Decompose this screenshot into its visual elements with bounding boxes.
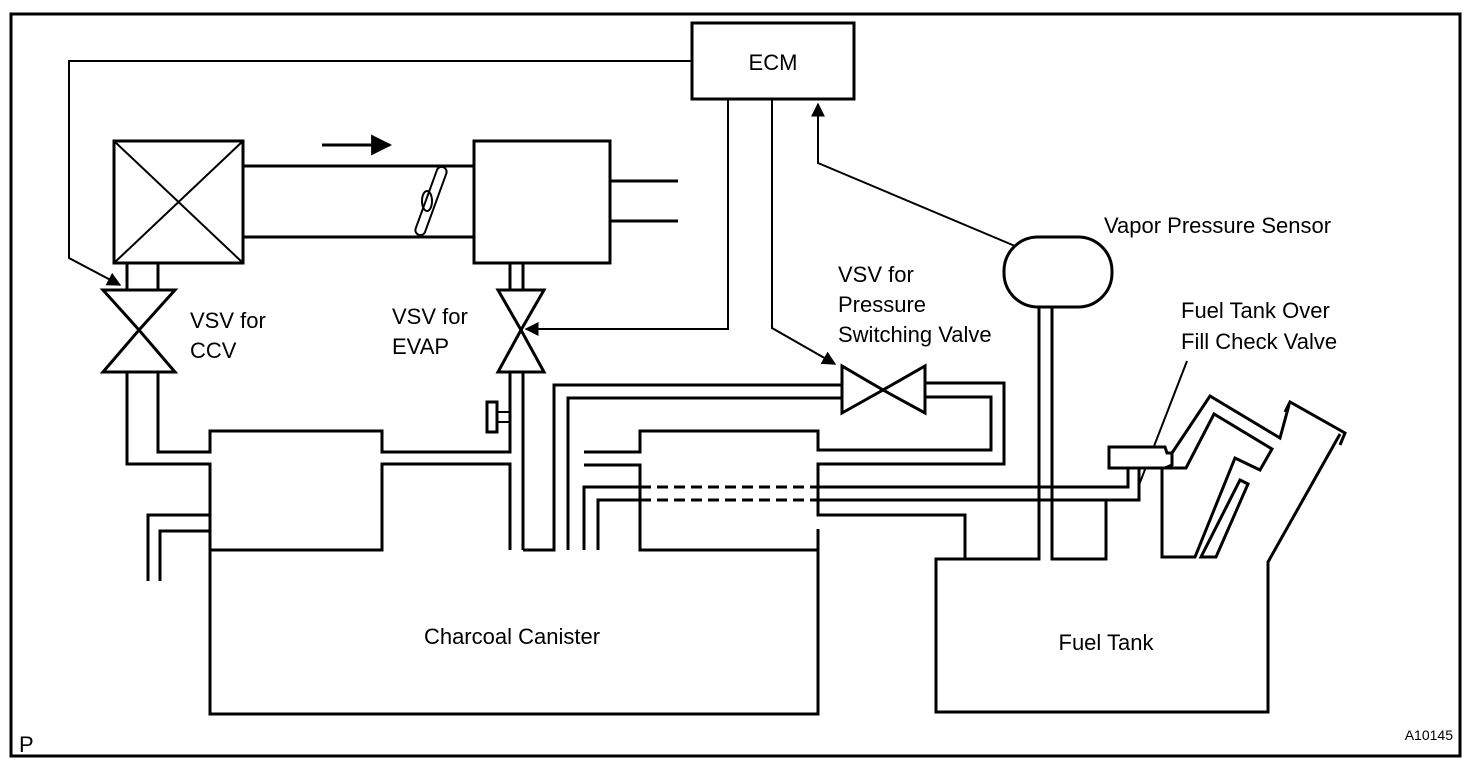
canister-label: Charcoal Canister: [424, 624, 600, 649]
pressure-vsv-pipe-inner-right: [584, 395, 993, 454]
evap-purge-port: [485, 400, 510, 434]
vsv-ccv-label-1: VSV for: [190, 308, 266, 333]
fuel-tank: Fuel Tank: [934, 557, 1270, 714]
vapor-line-2-left: [596, 498, 640, 550]
vsv-pressure-label-3: Switching Valve: [838, 322, 992, 347]
pressure-vsv-pipe-inner-left: [566, 396, 842, 550]
vsv-pressure-label-1: VSV for: [838, 262, 914, 287]
corner-mark: P: [19, 732, 34, 757]
canister-upper-block: [208, 462, 512, 552]
air-cleaner: [112, 139, 245, 265]
vsv-evap-valve-icon: [495, 288, 547, 374]
filler-cap-flange: [1283, 399, 1347, 446]
vsv-pressure-label-2: Pressure: [838, 292, 926, 317]
fill-check-valve: [1107, 445, 1174, 470]
charcoal-canister: Charcoal Canister: [208, 529, 820, 716]
vsv-evap-label-1: VSV for: [392, 304, 468, 329]
filler-neck-inner: [1160, 411, 1275, 559]
vsv-ccv-label-2: CCV: [190, 338, 237, 363]
fill-check-label-2: Fill Check Valve: [1181, 329, 1337, 354]
sensor-pipe-to-tank: [1050, 484, 1108, 561]
ecm-to-ccv-signal: [68, 60, 692, 286]
filler-neck-outer: [1170, 393, 1291, 454]
fill-check-label-1: Fuel Tank Over: [1181, 298, 1330, 323]
canister-mid-block: [584, 463, 820, 552]
vapor-line-1-right: [818, 468, 1130, 489]
vapor-line-1-left: [582, 485, 640, 550]
ccv-pipe-outer: [125, 372, 212, 581]
vsv-ccv-valve-icon: [99, 288, 179, 374]
vsv-evap-label-2: EVAP: [392, 334, 449, 359]
filler-neck-tube: [1198, 477, 1250, 559]
ecm-label: ECM: [749, 50, 798, 75]
ecm-to-pressure-vsv-signal: [771, 99, 837, 365]
figure-id: A10145: [1405, 727, 1453, 743]
vsv-pressure-valve-icon: [840, 363, 927, 416]
fuel-tank-label: Fuel Tank: [1059, 630, 1155, 655]
sensor-to-ecm-signal: [811, 102, 1016, 247]
ecm-box: ECM: [690, 21, 856, 101]
vapor-line-2-right: [818, 468, 1141, 502]
pressure-vsv-pipe-outer-right: [816, 381, 1041, 561]
vapor-pressure-sensor: [1002, 235, 1114, 309]
pressure-vsv-pipe-outer-left: [523, 383, 842, 552]
vapor-sensor-label: Vapor Pressure Sensor: [1104, 213, 1331, 238]
throttle-valve: [414, 165, 448, 237]
diagram-frame: [9, 12, 1462, 758]
ccv-evap-pipe: [156, 372, 512, 454]
ecm-to-evap-signal: [524, 99, 729, 336]
atm-pipe-inner: [158, 529, 212, 581]
intake-manifold: [472, 139, 678, 265]
filler-neck-right-wall: [1266, 433, 1342, 700]
